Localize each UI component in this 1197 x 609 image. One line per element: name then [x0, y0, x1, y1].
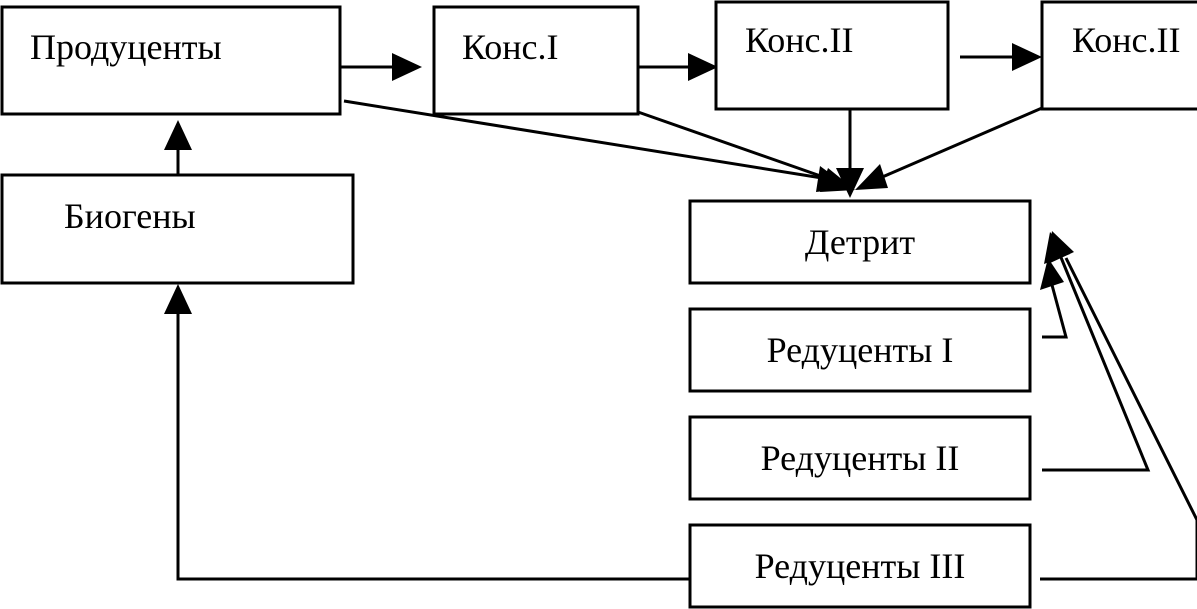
- node-reducers3-label: Редуценты III: [755, 546, 966, 586]
- node-biogens: Биогены: [0, 173, 355, 285]
- arrowhead: [164, 120, 192, 150]
- arrowhead: [1012, 43, 1042, 71]
- arrow-reducers1-to-detritus: [1042, 284, 1068, 339]
- arrow-reducers2-to-detritus: [1042, 254, 1151, 472]
- arrow-reducers3-to-biogens: [176, 312, 690, 581]
- node-reducers2-label: Редуценты II: [761, 438, 960, 478]
- node-reducers1-label: Редуценты I: [767, 330, 954, 370]
- node-reducers1: Редуценты I: [688, 307, 1032, 393]
- arrow-consumer3-to-detritus: [879, 106, 1043, 180]
- arrowhead: [1040, 258, 1064, 290]
- arrowhead: [836, 168, 864, 198]
- arrowhead: [688, 53, 718, 81]
- arrowhead: [1048, 231, 1074, 264]
- node-reducers2: Редуценты II: [688, 415, 1032, 501]
- node-consumer1: Конс.I: [432, 5, 640, 116]
- connectors: [164, 43, 1197, 581]
- node-producers-label: Продуценты: [30, 27, 222, 67]
- node-detritus: Детрит: [688, 199, 1032, 285]
- node-consumer3: Конс.II: [1040, 0, 1197, 111]
- arrowhead: [392, 53, 422, 81]
- arrowhead: [164, 284, 192, 314]
- arrow-producers-to-detritus: [343, 99, 823, 180]
- node-detritus-label: Детрит: [805, 222, 915, 262]
- arrow-reducers3-to-detritus: [1040, 257, 1197, 581]
- node-consumer2-label: Конс.II: [745, 20, 853, 60]
- node-consumer3-label: Конс.II: [1072, 20, 1180, 60]
- arrowhead: [855, 164, 888, 190]
- node-producers: Продуценты: [0, 5, 342, 116]
- node-reducers3: Редуценты III: [688, 523, 1032, 609]
- arrow-consumer1-to-detritus: [637, 110, 833, 182]
- node-biogens-label: Биогены: [64, 196, 196, 236]
- node-consumer1-label: Конс.I: [462, 27, 558, 67]
- node-consumer2: Конс.II: [714, 0, 950, 111]
